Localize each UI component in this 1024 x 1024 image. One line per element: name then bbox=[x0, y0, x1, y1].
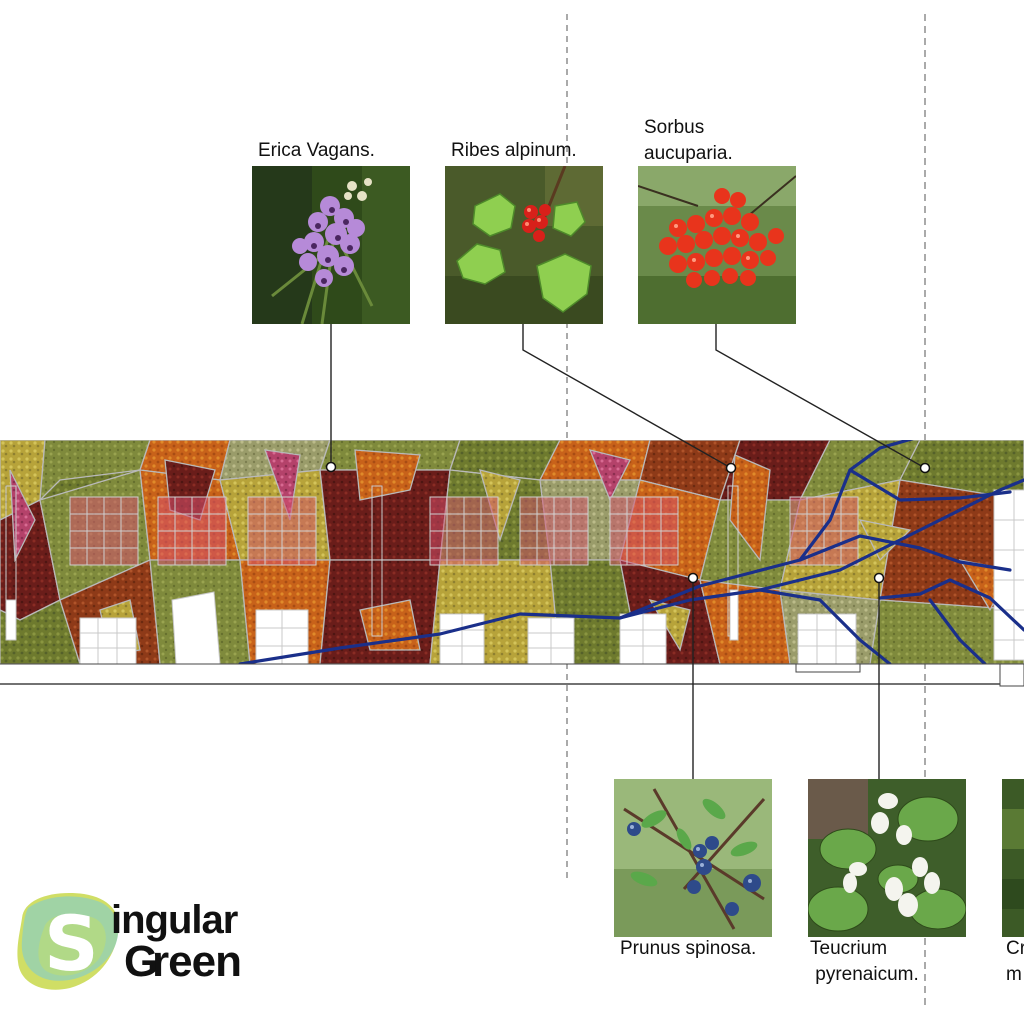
red-currant-leaves-photo bbox=[445, 166, 603, 324]
blackthorn-berries-photo bbox=[614, 779, 772, 937]
logo-word-reen: reen bbox=[152, 937, 242, 986]
singular-green-logo: S ingular G reen bbox=[14, 888, 274, 998]
rowan-berries-photo bbox=[638, 166, 796, 324]
logo-mark-icon bbox=[17, 893, 119, 990]
white-flower-photo bbox=[808, 779, 966, 937]
door-panels bbox=[5, 489, 1024, 664]
plant-label-ribes-alpinum: Ribes alpinum. bbox=[451, 140, 577, 161]
plant-label-cropped: Cr m bbox=[1006, 938, 1024, 985]
plant-label-sorbus-aucuparia: Sorbus aucuparia. bbox=[644, 117, 733, 164]
plant-label-prunus-spinosa: Prunus spinosa. bbox=[620, 938, 757, 959]
water-stream-lines bbox=[238, 440, 1024, 664]
heather-flower-photo bbox=[252, 166, 410, 324]
green-wall bbox=[0, 440, 1024, 664]
leader-lines bbox=[330, 322, 926, 779]
cropped-plant-photo bbox=[1002, 779, 1024, 937]
window-grids bbox=[5, 485, 859, 637]
logo-letter-s: S bbox=[44, 899, 99, 988]
leader-end-dots bbox=[325, 461, 931, 584]
logo-word-ingular: ingular bbox=[111, 898, 238, 942]
plant-label-teucrium-pyrenaicum: Teucrium pyrenaicum. bbox=[810, 938, 919, 985]
logo-letter-g: G bbox=[124, 937, 158, 986]
plant-label-erica-vagans: Erica Vagans. bbox=[258, 140, 375, 161]
ground-line bbox=[0, 663, 1024, 687]
